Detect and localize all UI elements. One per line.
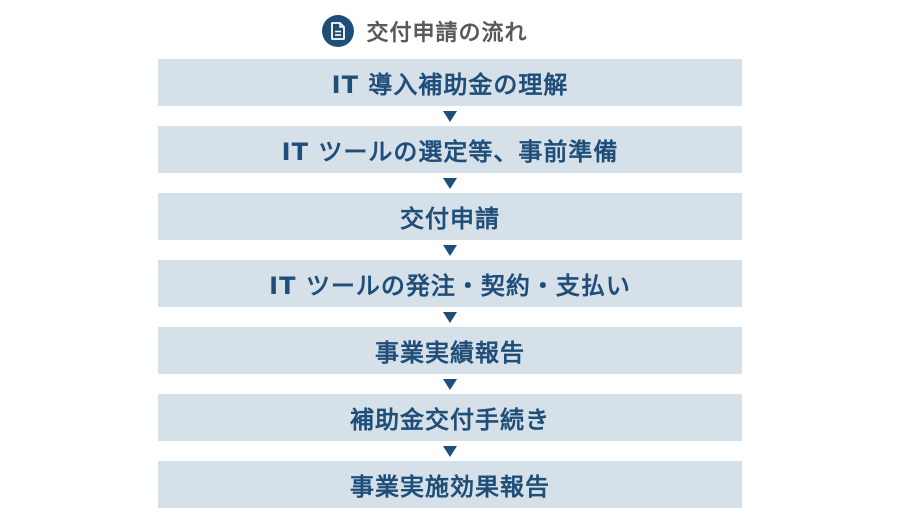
arrow-down-icon	[443, 110, 457, 122]
step-label: 事業実績報告	[375, 339, 525, 367]
step-label: IT 導入補助金の理解	[331, 71, 569, 99]
arrow-down-icon	[443, 311, 457, 323]
step-order-contract-payment: IT ツールの発注・契約・支払い	[158, 260, 742, 307]
flow-arrow	[158, 307, 742, 327]
step-label: 事業実施効果報告	[350, 473, 550, 501]
step-effect-report: 事業実施効果報告	[158, 461, 742, 508]
flow-header-inner: 交付申請の流れ	[322, 15, 527, 47]
step-performance-report: 事業実績報告	[158, 327, 742, 374]
step-understand-subsidy: IT 導入補助金の理解	[158, 59, 742, 106]
step-label: 補助金交付手続き	[350, 406, 550, 434]
flow-arrow	[158, 441, 742, 461]
flow-arrow	[158, 374, 742, 394]
step-label: IT ツールの選定等、事前準備	[281, 138, 619, 166]
step-grant-application: 交付申請	[158, 193, 742, 240]
document-icon	[322, 15, 355, 47]
document-icon-glyph	[331, 22, 346, 40]
step-label: IT ツールの発注・契約・支払い	[269, 272, 631, 300]
flow-title: 交付申請の流れ	[366, 21, 528, 46]
flow-arrow	[158, 106, 742, 126]
arrow-down-icon	[443, 378, 457, 390]
arrow-down-icon	[443, 445, 457, 457]
flow-arrow	[158, 173, 742, 193]
application-flow: IT 導入補助金の理解 IT ツールの選定等、事前準備 交付申請 IT ツールの…	[158, 59, 742, 508]
flow-arrow	[158, 240, 742, 260]
arrow-down-icon	[443, 244, 457, 256]
arrow-down-icon	[443, 177, 457, 189]
step-grant-procedure: 補助金交付手続き	[158, 394, 742, 441]
step-label: 交付申請	[400, 205, 500, 233]
step-select-it-tool: IT ツールの選定等、事前準備	[158, 126, 742, 173]
flow-header: 交付申請の流れ	[0, 12, 900, 50]
